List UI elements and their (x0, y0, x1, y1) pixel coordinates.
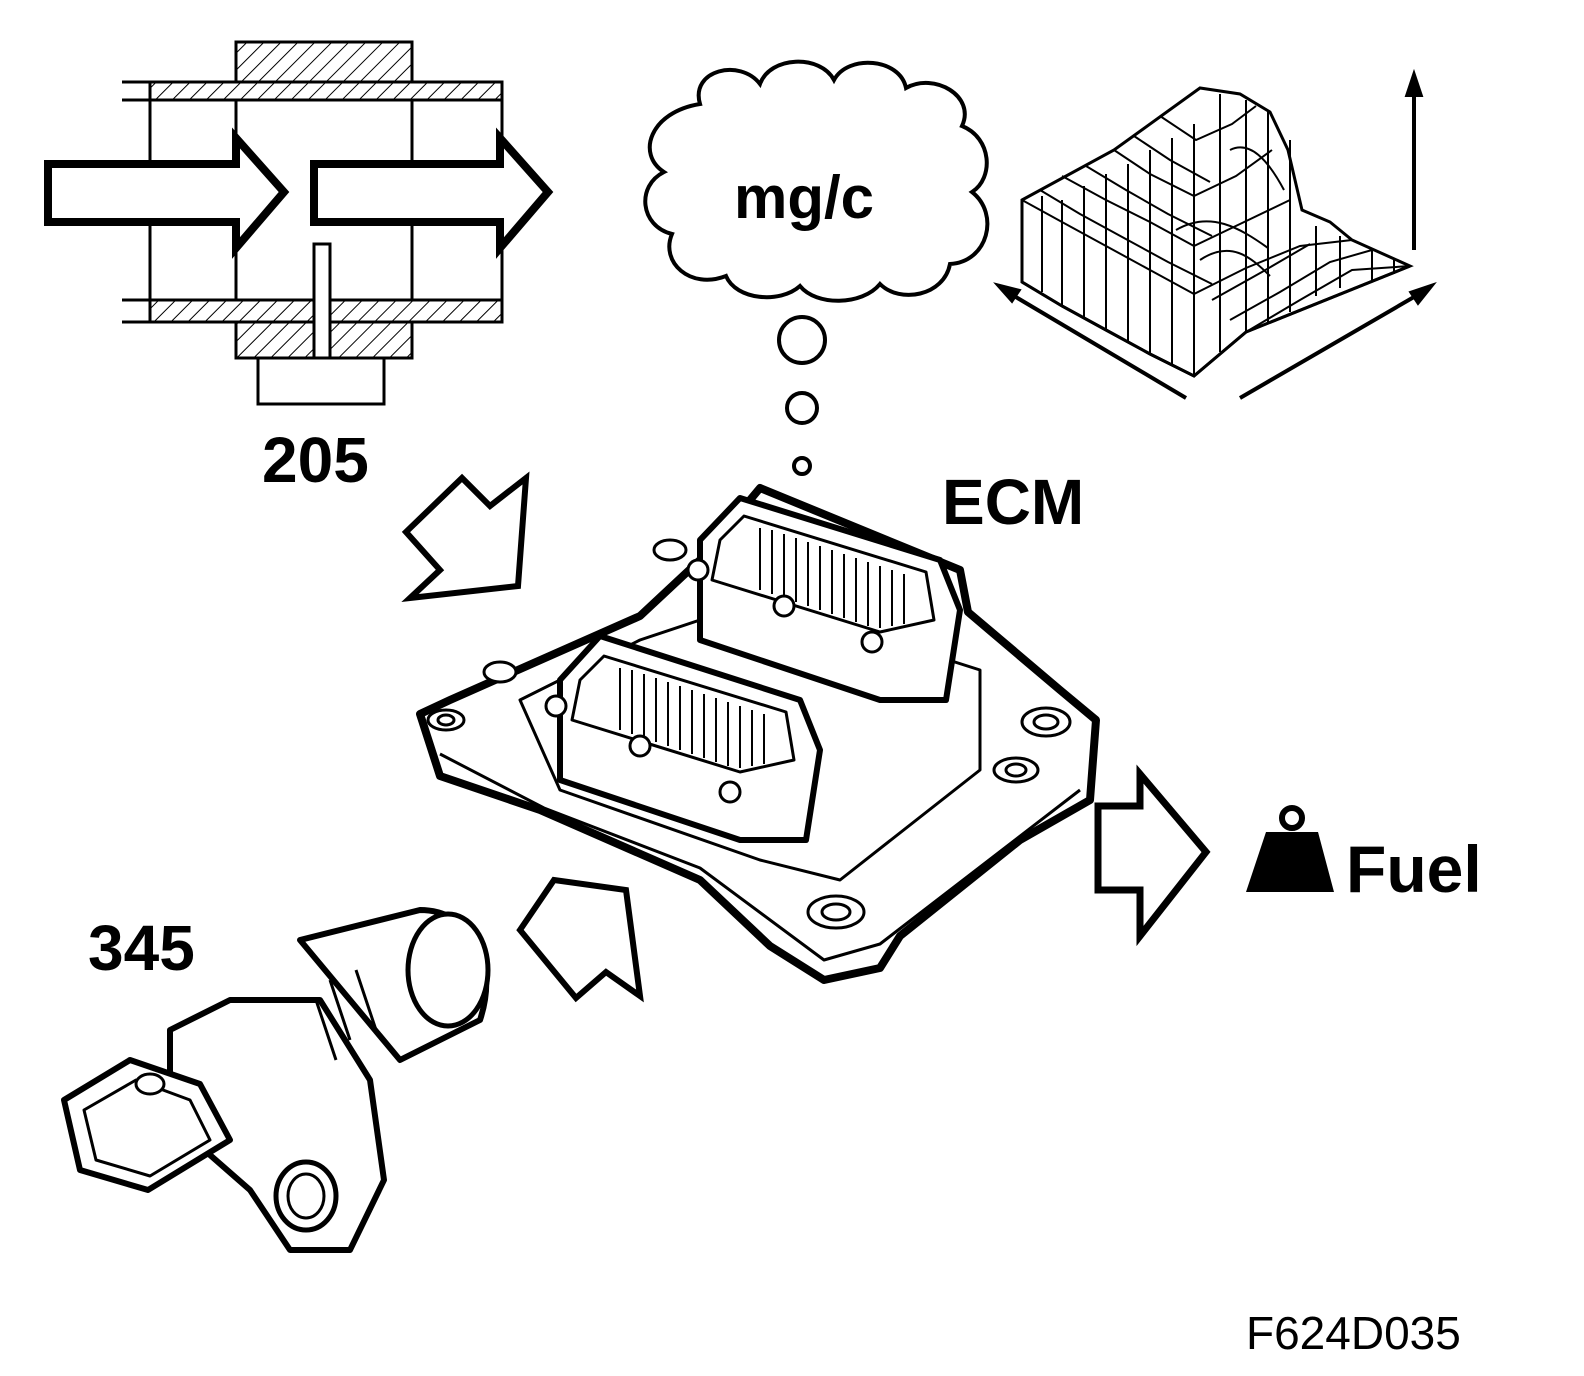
label-205: 205 (262, 424, 369, 496)
label-ecm: ECM (942, 466, 1085, 538)
weight-icon (1246, 805, 1334, 892)
thought-text: mg/c (734, 164, 875, 231)
airflow-arrow-out (310, 127, 554, 259)
3d-surface-map-icon (993, 68, 1437, 400)
ecm-connector-lower (544, 633, 823, 843)
ecm-connector-upper (686, 495, 963, 703)
figure-id: F624D035 (1246, 1307, 1461, 1359)
input-arrow-from-345 (516, 876, 644, 1003)
thought-cloud (643, 59, 990, 476)
maf-sensor-205-illustration (44, 40, 554, 406)
crankshaft-sensor-345-illustration (61, 907, 491, 1253)
output-arrow-to-fuel (1094, 764, 1211, 947)
airflow-arrow-in (44, 127, 290, 259)
input-arrow-from-205 (401, 471, 530, 602)
label-345: 345 (88, 912, 195, 984)
ecm-module (416, 484, 1100, 984)
label-fuel: Fuel (1346, 832, 1482, 906)
